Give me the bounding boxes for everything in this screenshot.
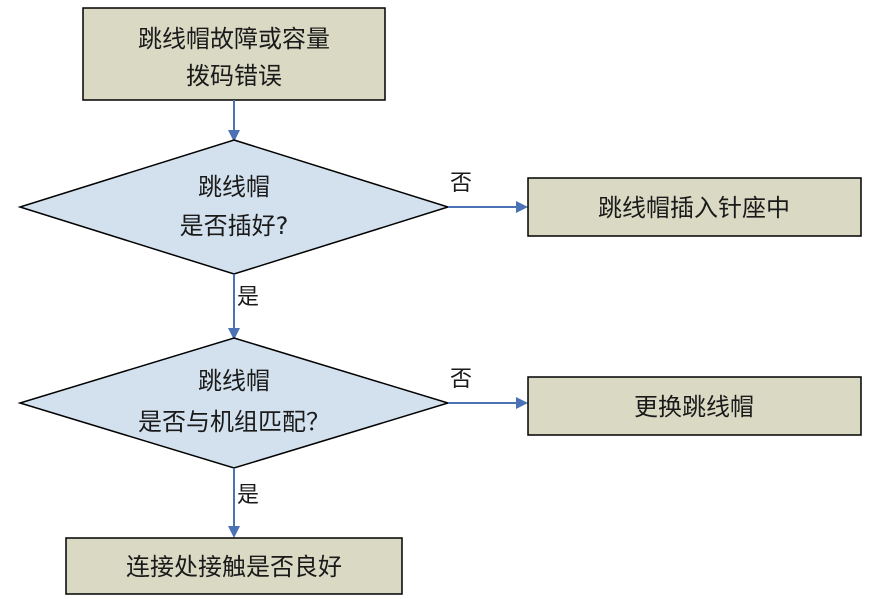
start-box (82, 7, 386, 101)
start-label-line2: 拨码错误 (186, 62, 282, 90)
decision2-label-line1: 跳线帽 (198, 367, 270, 395)
decision1-label-line1: 跳线帽 (198, 173, 270, 201)
action2-box (527, 376, 862, 436)
action2-label: 更换跳线帽 (634, 393, 754, 421)
decision1-no-label: 否 (450, 171, 472, 196)
action1-box (527, 177, 862, 237)
decision1-diamond (17, 139, 451, 275)
decision1-yes-label: 是 (237, 285, 259, 310)
decision1-label-line2: 是否插好? (180, 212, 289, 240)
decision2-label-line2: 是否与机组匹配？ (138, 408, 330, 436)
decision2-diamond (17, 337, 451, 469)
decision2-no-label: 否 (450, 367, 472, 392)
end-label: 连接处接触是否良好 (126, 553, 342, 581)
start-label-line1: 跳线帽故障或容量 (138, 25, 330, 53)
end-box (65, 537, 403, 595)
action1-label: 跳线帽插入针座中 (598, 194, 790, 222)
decision2-yes-label: 是 (237, 483, 259, 508)
